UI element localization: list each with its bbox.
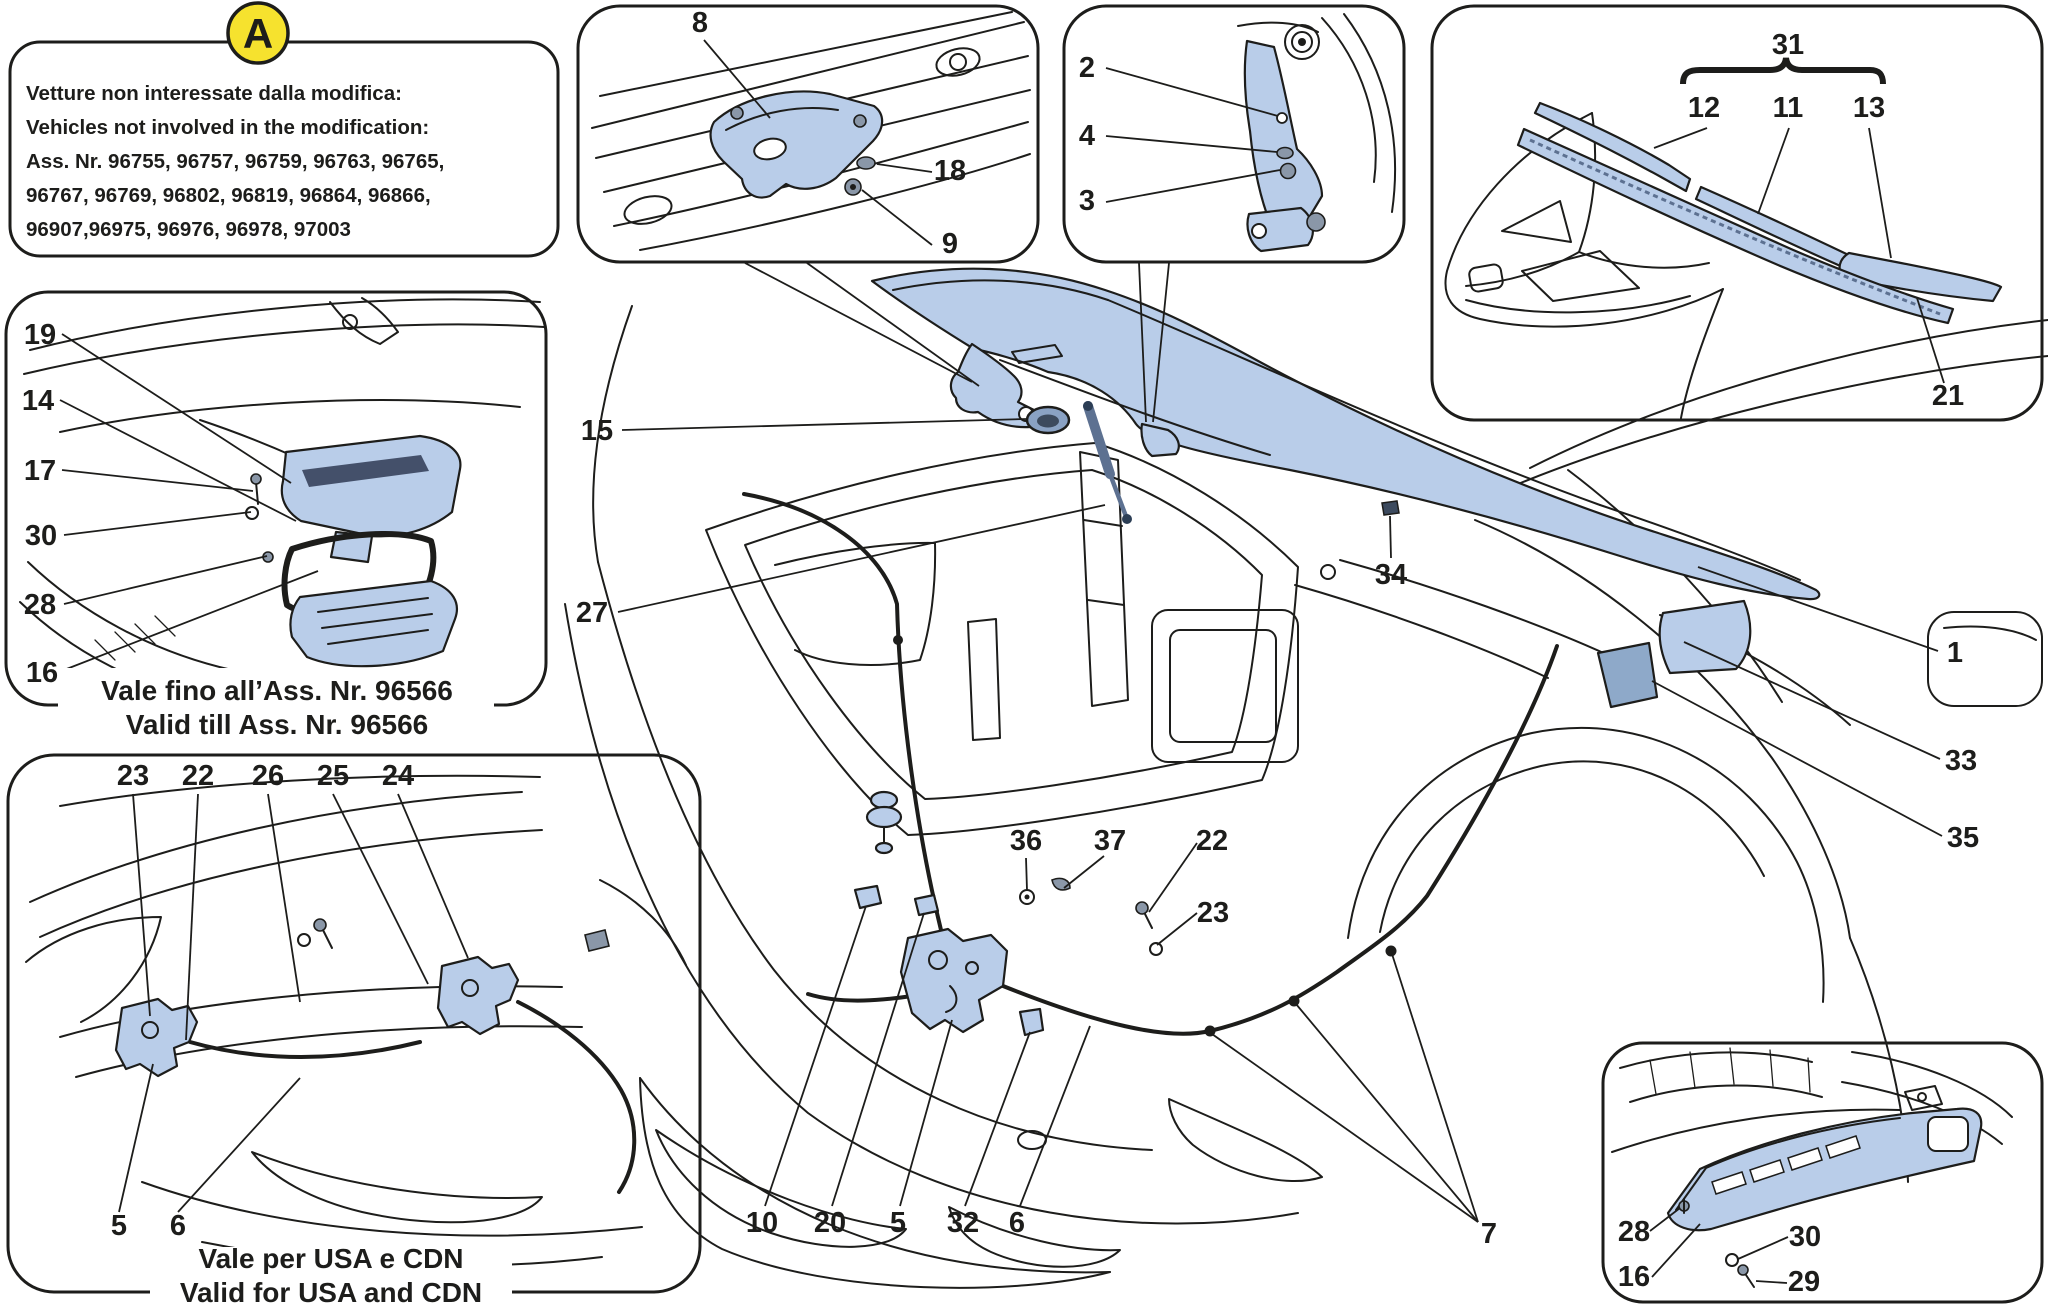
- callout-4: 4: [1079, 120, 1095, 152]
- callout-5: 5: [890, 1207, 906, 1239]
- inset-vent-leaders: [59, 333, 319, 671]
- callout-15: 15: [581, 415, 613, 447]
- callout-19: 19: [24, 319, 56, 351]
- callout-cowl-16: 16: [1618, 1261, 1650, 1293]
- callout-cowl-28: 28: [1618, 1216, 1650, 1248]
- callout-10: 10: [746, 1207, 778, 1239]
- inset-hinge-lower: 2 4 3: [1062, 4, 1406, 264]
- callout-2: 2: [1079, 52, 1095, 84]
- inset-vent-ducts: 19 14 17 30 28 16 Vale fino all’Ass. Nr.…: [4, 290, 548, 740]
- inset-hinge-lower-art: [1237, 13, 1397, 253]
- main-leader-lines: [617, 262, 1943, 1223]
- release-cables: [742, 492, 1559, 1037]
- caption-usa-en: Valid for USA and CDN: [180, 1277, 482, 1307]
- note-badge-letter: A: [243, 10, 273, 57]
- inset-hinge-upper-art: [591, 11, 1031, 251]
- hood-latch-assembly: [899, 927, 1009, 1034]
- note-line-4: 96767, 96769, 96802, 96819, 96864, 96866…: [26, 184, 431, 207]
- rear-lid-trim-pieces: [1596, 599, 1752, 709]
- main-drawing: 15 27 34 1 33 35 36 37 22 23 10 20 5 32 …: [564, 262, 2048, 1289]
- callout-14: 14: [22, 385, 54, 417]
- note-box-a: A Vetture non interessate dalla modifica…: [8, 1, 560, 258]
- callout-7: 7: [1481, 1218, 1497, 1250]
- callout-35: 35: [1947, 822, 1979, 854]
- caption-valid-till-it: Vale fino all’Ass. Nr. 96566: [101, 675, 453, 706]
- inset-hinge-upper-leaders: [703, 39, 933, 246]
- hood-grommet: [1025, 405, 1071, 435]
- callout-usa-26: 26: [252, 760, 284, 792]
- callout-18: 18: [934, 155, 966, 187]
- inset-seals: 31 12 11 13 21: [1430, 4, 2044, 422]
- main-callouts: 15 27 34 1 33 35 36 37 22 23 10 20 5 32 …: [576, 415, 1979, 1250]
- callout-usa-22: 22: [182, 760, 214, 792]
- callout-11: 11: [1773, 92, 1804, 124]
- callout-37: 37: [1094, 825, 1126, 857]
- caption-mask: [58, 668, 494, 710]
- callout-cowl-29: 29: [1788, 1266, 1820, 1298]
- front-lid-panel: [870, 267, 1821, 601]
- body-hinge-bracket: [1140, 422, 1180, 458]
- small-fasteners-and-clips: [853, 500, 1400, 1037]
- callout-23: 23: [1197, 897, 1229, 929]
- callout-usa-24: 24: [382, 760, 414, 792]
- callout-21: 21: [1932, 380, 1964, 412]
- caption-mask: [150, 1247, 512, 1305]
- inset-cowl-trim: 28 16 30 29: [1601, 1041, 2044, 1304]
- callout-usa-6: 6: [170, 1210, 186, 1242]
- callout-cowl-30: 30: [1789, 1221, 1821, 1253]
- note-badge-circle: [226, 1, 290, 65]
- callout-6: 6: [1009, 1207, 1025, 1239]
- inset-seals-leaders: [1653, 127, 1945, 384]
- inset-usa-latch: 23 22 26 25 24 5 6 Vale per USA e CDN Va…: [6, 753, 702, 1307]
- note-line-2: Vehicles not involved in the modificatio…: [26, 116, 429, 139]
- callout-9: 9: [942, 228, 958, 260]
- note-line-3: Ass. Nr. 96755, 96757, 96759, 96763, 967…: [26, 150, 444, 173]
- inset-vent-art: [19, 297, 545, 703]
- callout-32: 32: [947, 1207, 979, 1239]
- inset-cowl-art: [1611, 1047, 2013, 1288]
- note-line-1: Vetture non interessate dalla modifica:: [26, 82, 402, 105]
- inset-cowl-leaders: [1649, 1207, 1789, 1284]
- callout-31: 31: [1772, 29, 1804, 61]
- callout-usa-5: 5: [111, 1210, 127, 1242]
- callout-33: 33: [1945, 745, 1977, 777]
- group-bracket-31: [1680, 57, 1886, 85]
- callout-1: 1: [1947, 637, 1963, 669]
- callout-20: 20: [814, 1207, 846, 1239]
- inset-usa-art: [25, 774, 687, 1267]
- callout-34: 34: [1375, 559, 1407, 591]
- callout-22: 22: [1196, 825, 1228, 857]
- callout-usa-23: 23: [117, 760, 149, 792]
- callout-16: 16: [26, 657, 58, 689]
- weatherstrip-parts: [1516, 101, 2003, 325]
- caption-valid-till-en: Valid till Ass. Nr. 96566: [126, 709, 428, 740]
- callout-3: 3: [1079, 185, 1095, 217]
- caption-usa-it: Vale per USA e CDN: [198, 1243, 463, 1274]
- callout-usa-25: 25: [317, 760, 349, 792]
- inset-seals-hood-art: [1444, 112, 1724, 419]
- callout-17: 17: [24, 455, 56, 487]
- inset-hinge-lower-leaders: [1105, 67, 1281, 203]
- callout-13: 13: [1853, 92, 1885, 124]
- callout-28: 28: [24, 589, 56, 621]
- callout-30: 30: [25, 520, 57, 552]
- callout-12: 12: [1688, 92, 1720, 124]
- note-line-5: 96907,96975, 96976, 96978, 97003: [26, 218, 351, 241]
- inset-hinge-upper: 8 18 9: [576, 4, 1040, 264]
- inset-usa-leaders: [118, 793, 469, 1213]
- callout-36: 36: [1010, 825, 1042, 857]
- gas-strut: [1083, 401, 1132, 524]
- callout-27: 27: [576, 597, 608, 629]
- callout-8: 8: [692, 7, 708, 39]
